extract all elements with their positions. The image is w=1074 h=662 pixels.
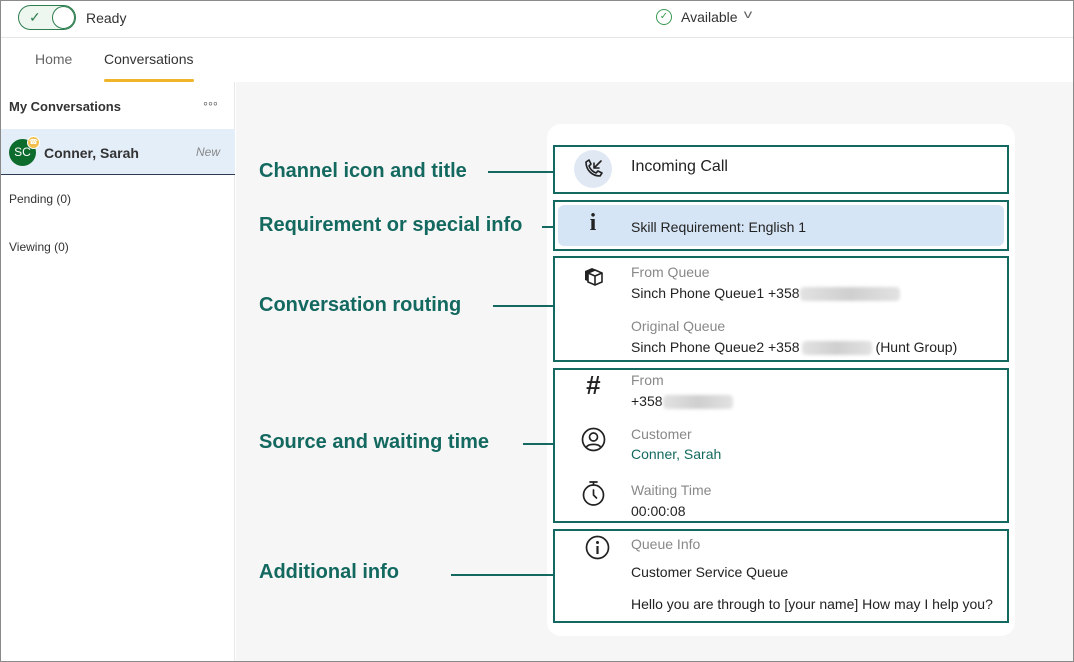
status-label: Ready: [86, 10, 127, 26]
requirement-text: Skill Requirement: English 1: [631, 219, 807, 235]
from-value: +358: [631, 393, 733, 410]
from-label: From: [631, 372, 664, 388]
phone-badge-icon: ☎: [27, 136, 40, 149]
status-toggle[interactable]: ✓: [18, 5, 76, 30]
more-options-icon[interactable]: ◦◦◦: [203, 95, 218, 111]
check-icon: ✓: [29, 9, 41, 25]
additional-section: [553, 529, 1009, 623]
channel-title: Incoming Call: [631, 158, 728, 175]
check-circle-icon: ✓: [656, 9, 672, 25]
tab-home[interactable]: Home: [35, 51, 73, 67]
callout-routing: Conversation routing: [259, 294, 462, 316]
viewing-section[interactable]: Viewing (0): [9, 240, 69, 254]
queue-info-label: Queue Info: [631, 536, 701, 552]
source-section: [553, 368, 1009, 523]
greeting-text: Hello you are through to [your name] How…: [631, 596, 993, 612]
sidebar-title: My Conversations: [9, 99, 121, 114]
requirement-section: [553, 200, 1009, 251]
active-tab-indicator: [104, 79, 194, 82]
availability-dropdown[interactable]: Available: [681, 9, 738, 25]
callout-line-requirement: [542, 226, 553, 228]
from-queue-label: From Queue: [631, 264, 710, 280]
conversation-item-sarah[interactable]: SC ☎ Conner, Sarah New: [1, 129, 235, 175]
callout-line-routing: [493, 305, 553, 307]
chevron-down-icon[interactable]: v: [743, 7, 753, 21]
callout-requirement: Requirement or special info: [259, 214, 523, 236]
conversation-status: New: [196, 145, 221, 159]
callout-additional: Additional info: [259, 561, 399, 583]
routing-boxes-icon: [582, 264, 606, 293]
original-queue-label: Original Queue: [631, 318, 726, 334]
tab-conversations[interactable]: Conversations: [104, 51, 194, 67]
conversation-name: Conner, Sarah: [44, 145, 139, 161]
top-bar: ✓ Ready ✓ Available v: [1, 1, 1073, 38]
channel-section: [553, 145, 1009, 194]
info-letter-icon: i: [589, 210, 597, 236]
customer-label: Customer: [631, 426, 692, 442]
original-queue-value: Sinch Phone Queue2 +358(Hunt Group): [631, 339, 958, 356]
requirement-banner: [558, 205, 1004, 246]
info-circle-icon: [585, 535, 610, 565]
toggle-knob: [52, 6, 75, 29]
waiting-label: Waiting Time: [631, 482, 712, 498]
stopwatch-icon: [581, 480, 606, 512]
user-circle-icon: [581, 427, 606, 457]
callout-channel: Channel icon and title: [259, 160, 467, 182]
callout-line-source: [523, 443, 553, 445]
callout-line-additional: [451, 574, 553, 576]
from-queue-value: Sinch Phone Queue1 +358: [631, 285, 900, 302]
waiting-value: 00:00:08: [631, 503, 686, 519]
callout-line-channel: [488, 171, 553, 173]
routing-section: [553, 256, 1009, 362]
hash-icon: #: [585, 370, 601, 400]
main-tabs: Home Conversations: [1, 38, 1073, 82]
callout-source: Source and waiting time: [259, 431, 490, 453]
conversations-sidebar: My Conversations ◦◦◦ SC ☎ Conner, Sarah …: [1, 82, 235, 661]
incoming-call-icon: [574, 150, 612, 188]
pending-section[interactable]: Pending (0): [9, 192, 72, 206]
queue-info-value: Customer Service Queue: [631, 564, 789, 580]
customer-link[interactable]: Conner, Sarah: [631, 446, 722, 462]
